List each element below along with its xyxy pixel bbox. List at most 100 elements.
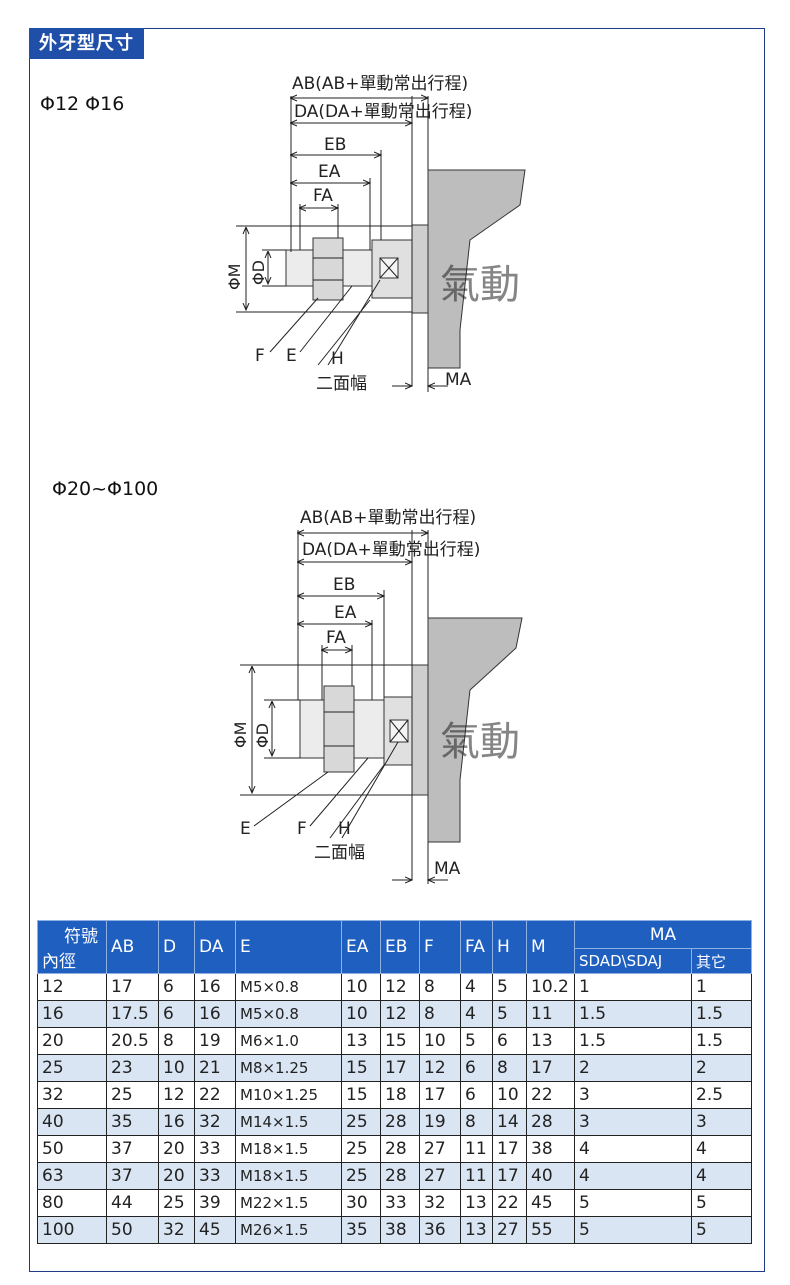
table-cell: 17 bbox=[492, 1162, 527, 1190]
table-cell: 50 bbox=[37, 1135, 107, 1163]
dim-ab-label: AB(AB+單動常出行程) bbox=[292, 74, 468, 94]
table-cell: 4 bbox=[460, 1000, 493, 1028]
section-header: 外牙型尺寸 bbox=[29, 28, 144, 59]
table-cell: 40 bbox=[526, 1162, 575, 1190]
table-cell: 16 bbox=[194, 973, 236, 1001]
table-cell: 12 bbox=[380, 973, 420, 1001]
header-fa: FA bbox=[460, 920, 493, 974]
table-cell: 6 bbox=[492, 1027, 527, 1055]
dim-ea-label-2: EA bbox=[334, 603, 357, 623]
section-label-small: Φ12 Φ16 bbox=[40, 93, 125, 115]
table-cell: 21 bbox=[194, 1054, 236, 1082]
table-cell: 37 bbox=[106, 1162, 159, 1190]
table-cell: 20 bbox=[158, 1162, 195, 1190]
table-cell: 100 bbox=[37, 1216, 107, 1244]
dim-eb-label-2: EB bbox=[333, 575, 355, 595]
table-cell: 16 bbox=[194, 1000, 236, 1028]
table-cell: 25 bbox=[106, 1081, 159, 1109]
table-cell: 2 bbox=[574, 1054, 692, 1082]
header-ma-sdad: SDAD\SDAJ bbox=[574, 948, 692, 974]
table-cell: 5 bbox=[492, 1000, 527, 1028]
table-cell: 1.5 bbox=[574, 1000, 692, 1028]
table-cell: 15 bbox=[341, 1081, 381, 1109]
table-cell: 27 bbox=[419, 1135, 461, 1163]
table-cell: 15 bbox=[341, 1054, 381, 1082]
table-cell: 25 bbox=[341, 1162, 381, 1190]
table-cell: 25 bbox=[341, 1135, 381, 1163]
table-cell: 37 bbox=[106, 1135, 159, 1163]
dimension-diagram: AB(AB+單動常出行程) DA(DA+單動常出行程) EB EA FA ΦM … bbox=[225, 74, 526, 884]
table-cell: 14 bbox=[492, 1108, 527, 1136]
table-cell: 10.2 bbox=[526, 973, 575, 1001]
header-e: E bbox=[235, 920, 342, 974]
table-cell: 1.5 bbox=[690, 1000, 753, 1028]
table-cell: M5×0.8 bbox=[235, 1000, 342, 1028]
table-cell: 8 bbox=[492, 1054, 527, 1082]
label-ma: MA bbox=[445, 370, 472, 390]
table-cell: 6 bbox=[460, 1081, 493, 1109]
table-cell: 4 bbox=[690, 1162, 753, 1190]
table-cell: 2 bbox=[690, 1054, 753, 1082]
table-cell: 16 bbox=[158, 1108, 195, 1136]
table-cell: 28 bbox=[380, 1135, 420, 1163]
table-cell: 45 bbox=[526, 1189, 575, 1217]
dim-fa-label-2: FA bbox=[326, 628, 346, 648]
watermark-2: 氣動 bbox=[440, 719, 520, 765]
table-cell: 12 bbox=[419, 1054, 461, 1082]
table-cell: 10 bbox=[158, 1054, 195, 1082]
table-cell: 20 bbox=[158, 1135, 195, 1163]
header-ma: MA bbox=[573, 920, 753, 949]
table-cell: 15 bbox=[380, 1027, 420, 1055]
table-cell: 17 bbox=[526, 1054, 575, 1082]
table-cell: 4 bbox=[690, 1135, 753, 1163]
table-cell: 32 bbox=[194, 1108, 236, 1136]
header-d: D bbox=[158, 920, 195, 974]
table-cell: 17.5 bbox=[106, 1000, 159, 1028]
table-cell: 6 bbox=[158, 1000, 195, 1028]
table-cell: M10×1.25 bbox=[235, 1081, 342, 1109]
table-cell: 38 bbox=[380, 1216, 420, 1244]
table-cell: 10 bbox=[341, 973, 381, 1001]
diagram-large bbox=[240, 530, 523, 884]
table-cell: 35 bbox=[106, 1108, 159, 1136]
table-cell: 28 bbox=[380, 1108, 420, 1136]
header-bore: 內徑 bbox=[42, 952, 76, 972]
dim-da-label: DA(DA+單動常出行程) bbox=[294, 102, 472, 122]
table-cell: 38 bbox=[526, 1135, 575, 1163]
dim-ea-label: EA bbox=[318, 162, 341, 182]
table-cell: 32 bbox=[158, 1216, 195, 1244]
table-cell: 32 bbox=[37, 1081, 107, 1109]
table-cell: 11 bbox=[460, 1135, 493, 1163]
table-cell: 25 bbox=[37, 1054, 107, 1082]
label-two-face-width-2: 二面幅 bbox=[314, 843, 365, 863]
table-cell: 17 bbox=[419, 1081, 461, 1109]
table-cell: M5×0.8 bbox=[235, 973, 342, 1001]
table-cell: 23 bbox=[106, 1054, 159, 1082]
table-cell: 17 bbox=[106, 973, 159, 1001]
dim-d-label-2: ΦD bbox=[253, 723, 272, 748]
table-cell: 22 bbox=[526, 1081, 575, 1109]
table-cell: 80 bbox=[37, 1189, 107, 1217]
table-cell: M18×1.5 bbox=[235, 1135, 342, 1163]
table-cell: 22 bbox=[194, 1081, 236, 1109]
table-cell: 3 bbox=[690, 1108, 753, 1136]
table-cell: 22 bbox=[492, 1189, 527, 1217]
table-cell: 11 bbox=[526, 1000, 575, 1028]
table-cell: 33 bbox=[194, 1135, 236, 1163]
table-cell: 5 bbox=[492, 973, 527, 1001]
table-cell: 19 bbox=[194, 1027, 236, 1055]
header-f: F bbox=[419, 920, 461, 974]
table-cell: 1 bbox=[690, 973, 753, 1001]
label-ma-2: MA bbox=[434, 859, 461, 879]
label-h: H bbox=[331, 349, 344, 369]
table-cell: M14×1.5 bbox=[235, 1108, 342, 1136]
table-cell: M18×1.5 bbox=[235, 1162, 342, 1190]
table-cell: 10 bbox=[492, 1081, 527, 1109]
